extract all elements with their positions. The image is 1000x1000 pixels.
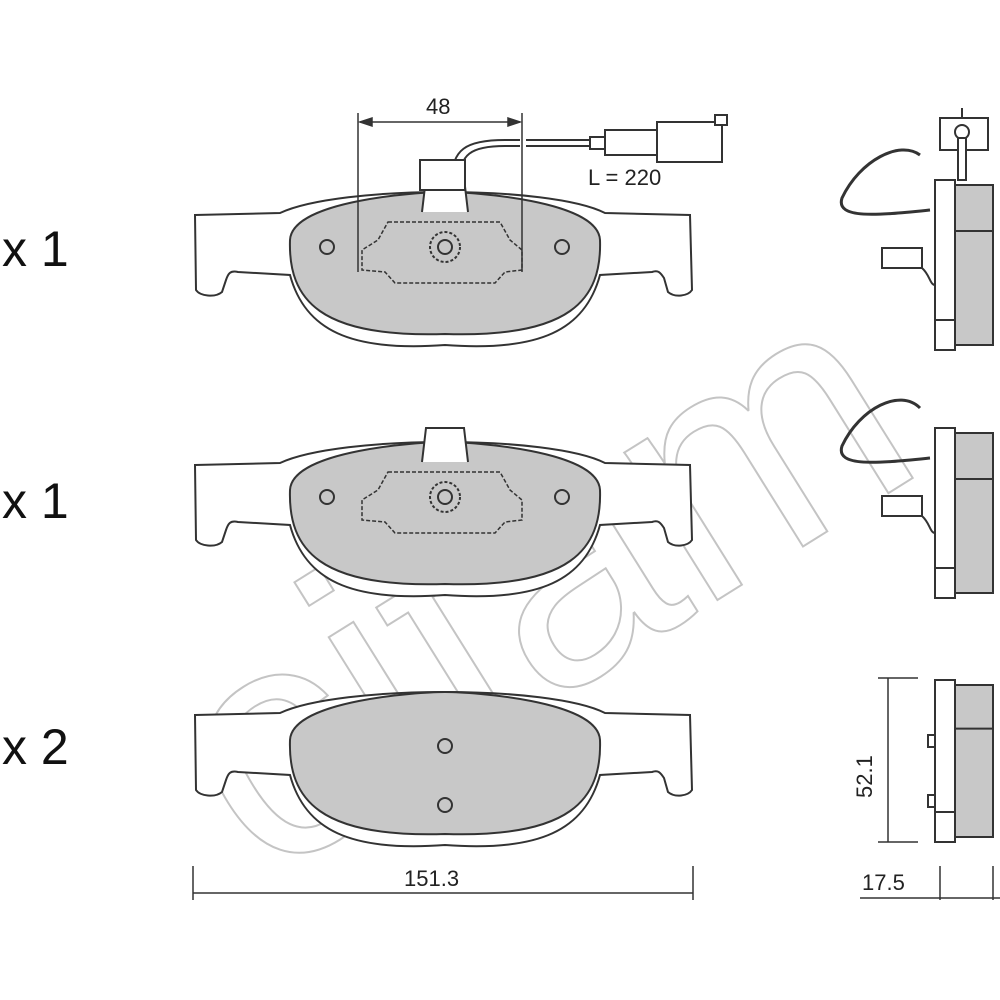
spring-clip xyxy=(839,398,931,464)
pad-width-dimension xyxy=(192,866,694,900)
pad-width-label: 151.3 xyxy=(404,866,460,891)
hole xyxy=(319,239,335,255)
sensor-tab xyxy=(421,427,469,463)
friction-material xyxy=(288,440,602,586)
brake-pad-front-view xyxy=(193,690,694,848)
brake-pad-side-view xyxy=(839,398,994,599)
pad-thickness-label: 17.5 xyxy=(862,870,905,895)
friction-material xyxy=(288,690,602,836)
hole xyxy=(437,738,453,754)
quantity-label: x 1 xyxy=(2,221,69,277)
sensor-connector-side xyxy=(939,108,989,181)
brake-pad-side-view xyxy=(927,679,994,843)
sensor-width-label: 48 xyxy=(426,94,451,119)
hole xyxy=(554,489,570,505)
pad-thickness-dimension xyxy=(860,866,1000,900)
center-hole-inner xyxy=(437,489,453,505)
center-hole xyxy=(429,481,461,513)
sensor-width-dimension xyxy=(357,113,523,272)
quantity-label: x 2 xyxy=(2,719,69,775)
pad-height-label: 52.1 xyxy=(852,755,877,798)
friction-material xyxy=(288,190,602,336)
quantity-label: x 1 xyxy=(2,473,69,529)
pad-height-dimension xyxy=(878,677,918,843)
hole xyxy=(319,489,335,505)
sensor-outline xyxy=(361,471,523,534)
center-hole xyxy=(429,231,461,263)
sensor-outline xyxy=(361,221,523,284)
hole xyxy=(554,239,570,255)
cable-length-label: L = 220 xyxy=(588,165,662,190)
center-hole-inner xyxy=(437,239,453,255)
brake-pad-front-view xyxy=(193,427,694,598)
brake-pad-side-view xyxy=(839,148,994,351)
hole xyxy=(437,797,453,813)
spring-clip xyxy=(839,148,931,216)
wear-sensor-cable xyxy=(419,114,728,191)
